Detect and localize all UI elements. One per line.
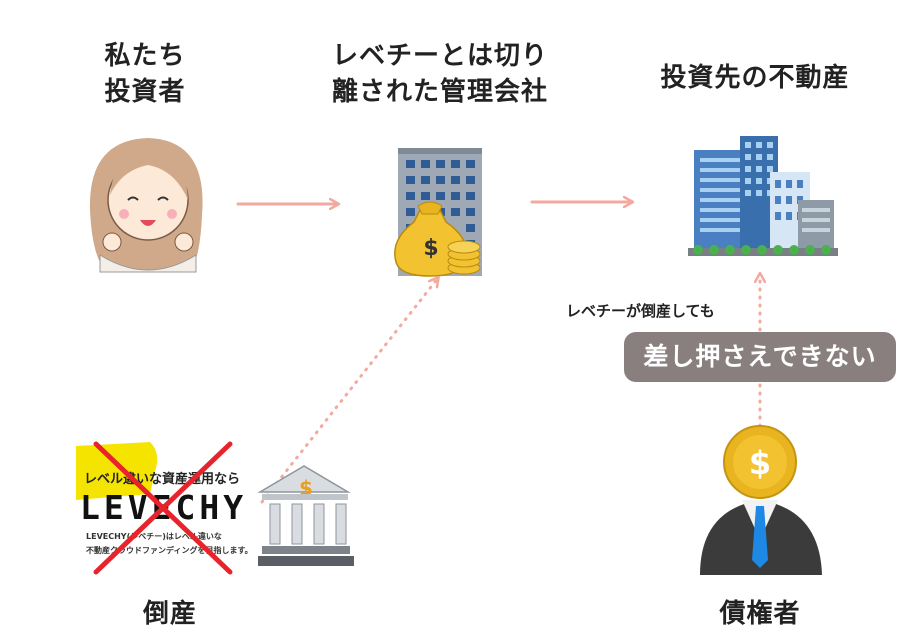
creditor-caption: 債権者 xyxy=(719,599,801,629)
levechy-description: LEVECHY(レベチー)はレベル違いな 不動産クラウドファンディングを目指しま… xyxy=(86,532,253,555)
dotted-arrow-bank-to-company xyxy=(260,278,438,504)
investor-heading: 私たち 投資者 xyxy=(104,41,186,107)
coins-icon xyxy=(447,240,481,275)
bankrupt-caption: 倒産 xyxy=(142,599,197,629)
cross-mark-icon xyxy=(93,441,233,575)
bankruptcy-note: レベチーが倒産しても xyxy=(566,302,715,320)
businessman-coin-head-icon: $ xyxy=(700,425,822,575)
woman-avatar-icon xyxy=(89,138,203,273)
levechy-tagline: レベル違いな資産運用なら xyxy=(84,472,241,487)
company-heading: レベチーとは切り 離された管理会社 xyxy=(331,41,548,107)
svg-text:$: $ xyxy=(749,444,771,482)
city-buildings-icon xyxy=(688,136,838,256)
levechy-card: レベル違いな資産運用なら LEVECHY LEVECHY(レベチー)はレベル違い… xyxy=(70,438,253,578)
cannot-seize-badge: 差し押さえできない xyxy=(624,332,896,382)
property-heading: 投資先の不動産 xyxy=(660,63,850,93)
bank-collapse-icon: $ xyxy=(257,465,354,566)
svg-text:$: $ xyxy=(423,236,438,261)
